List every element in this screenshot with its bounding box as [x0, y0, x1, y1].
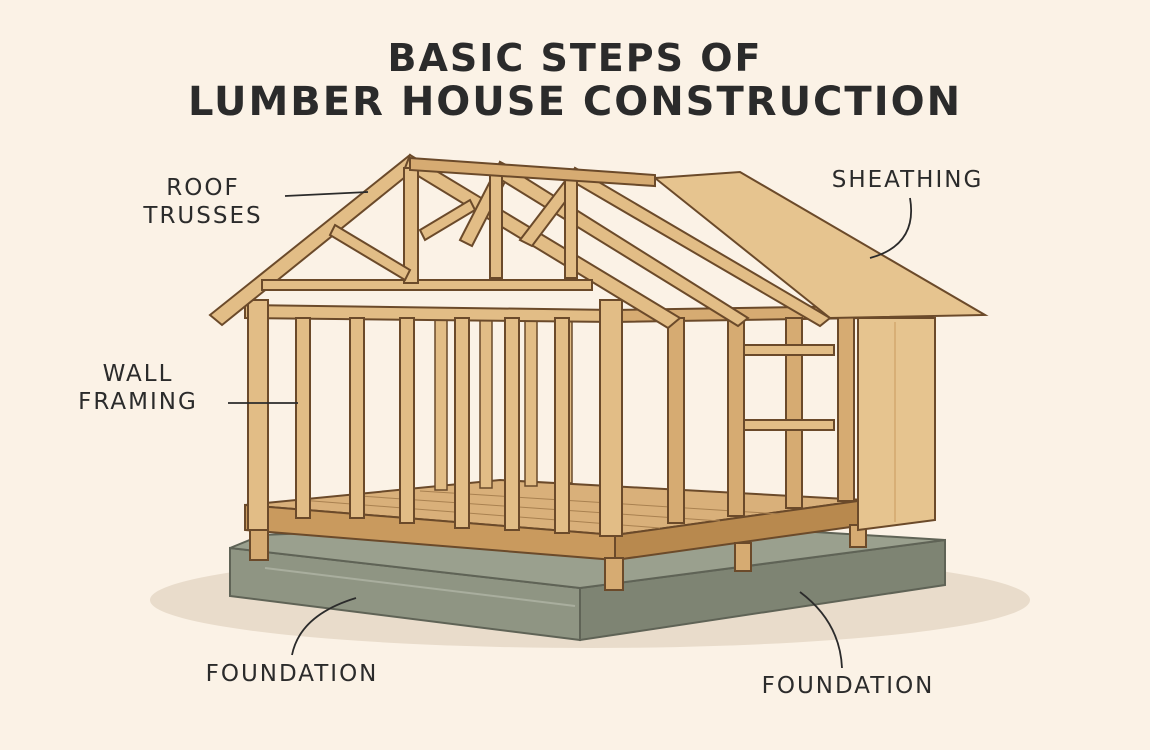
label-sheathing: SHEATHING: [831, 167, 984, 193]
leader-lines: [228, 191, 912, 669]
truss-front: [208, 153, 682, 330]
roof-trusses-leader: [284, 191, 369, 197]
label-roof-trusses: ROOF TRUSSES: [143, 175, 263, 229]
label-wall-framing: WALL FRAMING: [78, 361, 198, 415]
title-line-2: LUMBER HOUSE CONSTRUCTION: [187, 79, 963, 125]
wall-sheathing: [857, 317, 936, 532]
roof-trusses: [208, 153, 832, 330]
ridge-beam: [409, 156, 656, 188]
window-framing: [743, 344, 835, 431]
sheathing-leader: [869, 197, 912, 259]
side-wall-studs: [667, 315, 855, 524]
foundation-left-leader: [291, 597, 357, 656]
front-wall-studs: [247, 299, 623, 537]
title-line-1: BASIC STEPS OF: [387, 36, 763, 80]
deck-posts: [249, 524, 867, 591]
roof-sheathing: [652, 170, 989, 320]
label-foundation-right: FOUNDATION: [761, 673, 935, 699]
label-foundation-left: FOUNDATION: [205, 661, 379, 687]
diagram-title: BASIC STEPS OF LUMBER HOUSE CONSTRUCTION: [0, 36, 1150, 124]
foundation-right-leader: [799, 591, 843, 669]
